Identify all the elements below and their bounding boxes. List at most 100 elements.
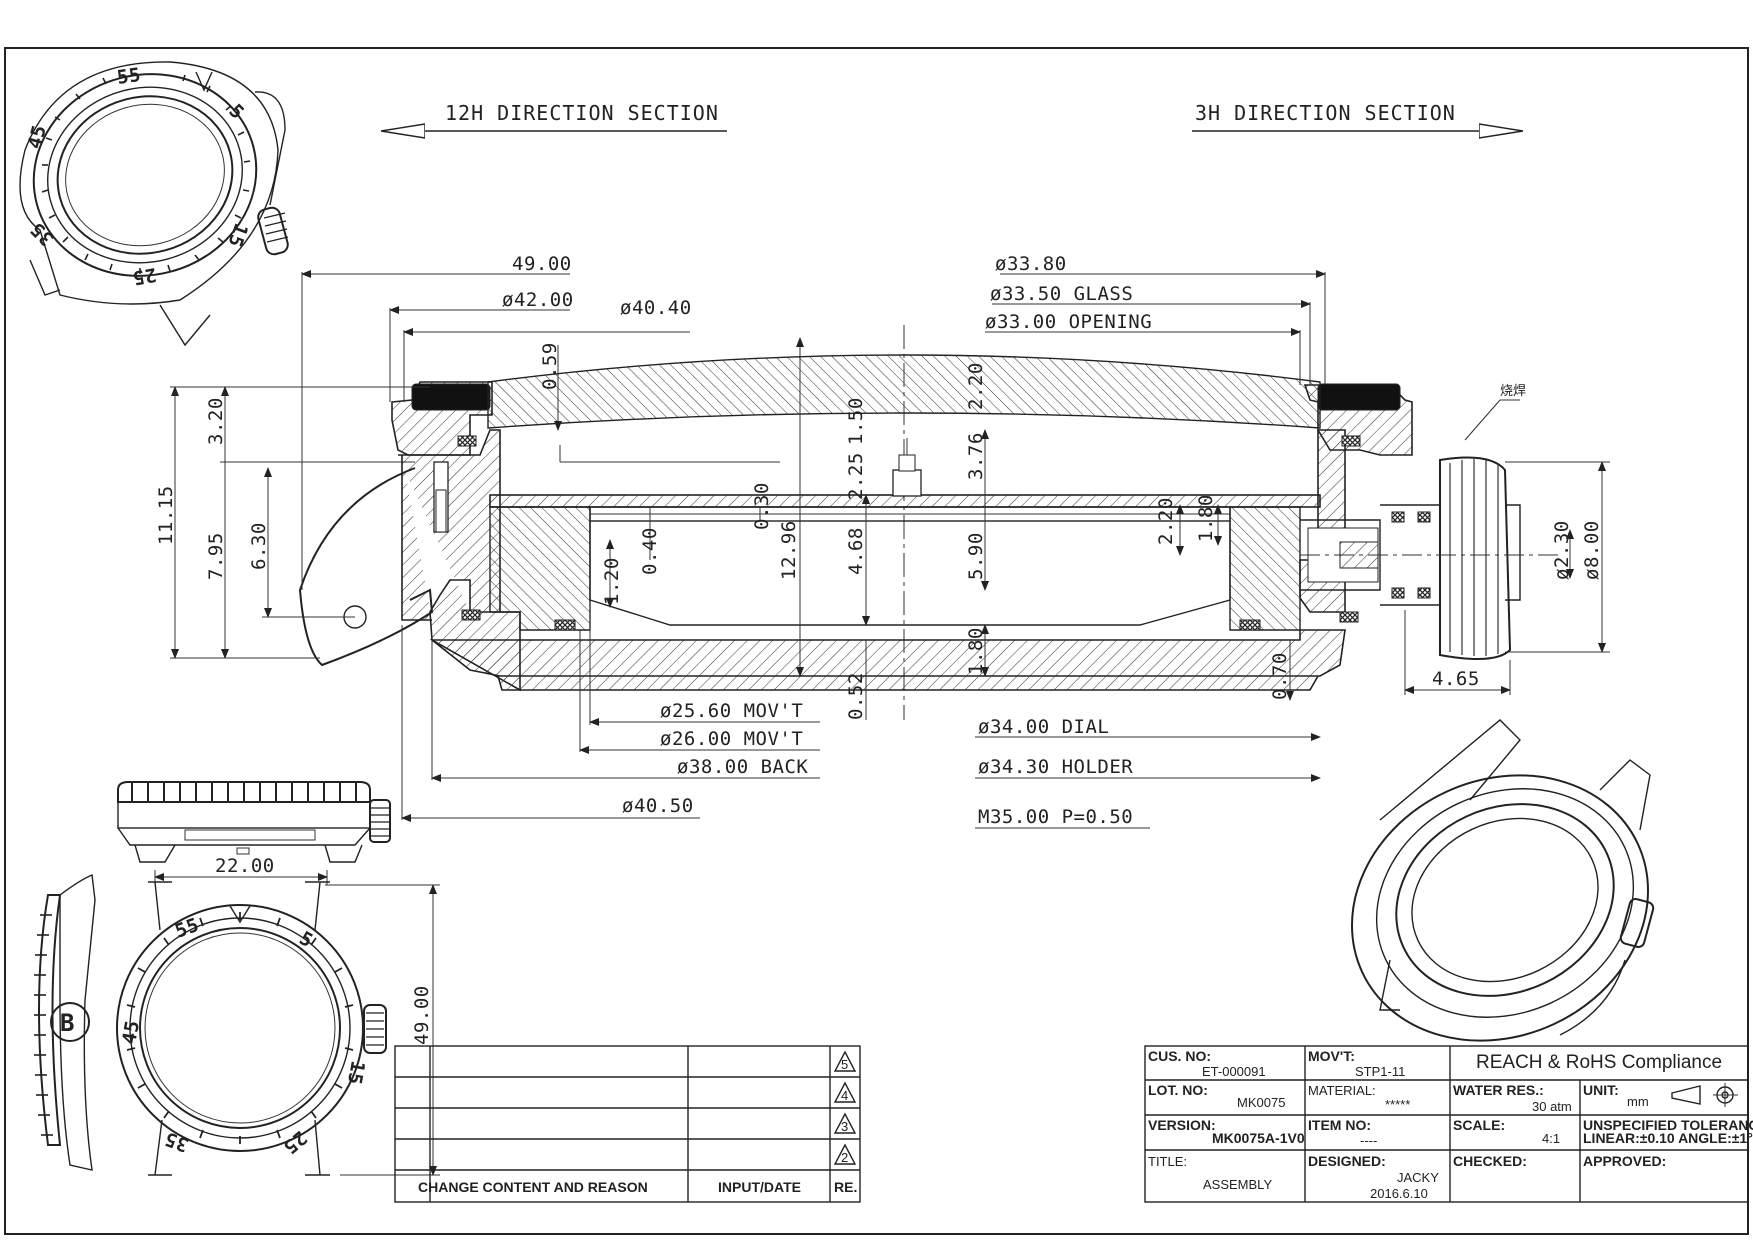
dim-030: 0.30 [751, 482, 773, 530]
dim-070: 0.70 [1269, 652, 1291, 700]
dim-1115: 11.15 [155, 485, 177, 545]
front-bezel-45: 45 [118, 1019, 144, 1046]
bezel-num-55: 55 [116, 64, 143, 89]
dim-4040: ø40.40 [620, 297, 692, 319]
dim-49: 49.00 [512, 253, 572, 275]
item-label: ITEM NO: [1308, 1117, 1371, 1133]
cus-label: CUS. NO: [1148, 1048, 1211, 1064]
dim-230: ø2.30 [1551, 520, 1573, 580]
dim-180b: 1.80 [965, 627, 987, 675]
dim-220b: 2.20 [1155, 497, 1177, 545]
dim-4050: ø40.50 [622, 795, 694, 817]
glass-crystal [487, 354, 1321, 429]
scale-label: SCALE: [1453, 1117, 1505, 1133]
dim-800: ø8.00 [1581, 520, 1603, 580]
svg-text:4: 4 [841, 1088, 848, 1103]
unit-value: mm [1627, 1094, 1649, 1109]
dim-m35: M35.00 P=0.50 [978, 806, 1133, 828]
version-value: MK0075A-1V0 [1212, 1130, 1305, 1146]
dim-795: 7.95 [205, 532, 227, 580]
dim-150: 1.50 [845, 397, 867, 445]
lug-left [298, 467, 434, 667]
section-header-right: 3H DIRECTION SECTION [1192, 101, 1522, 131]
dim-120: 1.20 [601, 557, 623, 605]
dim-220a: 2.20 [965, 362, 987, 410]
bezel-num-15: 15 [223, 220, 252, 250]
svg-text:2: 2 [841, 1150, 848, 1165]
watch-isometric-top: 55 5 15 25 35 45 [19, 61, 289, 347]
title-label: TITLE: [1148, 1154, 1187, 1169]
dim-630: 6.30 [248, 522, 270, 570]
dim-059: 0.59 [539, 342, 561, 390]
watch-edge-view: B [34, 873, 96, 1171]
dim-2200: 22.00 [215, 855, 275, 877]
dim-2560: ø25.60 MOV'T [660, 700, 803, 722]
dim-42: ø42.00 [502, 289, 574, 311]
title-value: ASSEMBLY [1203, 1177, 1272, 1192]
rev-marker-2: 2 [833, 1143, 857, 1165]
dim-3350: ø33.50 GLASS [990, 283, 1133, 305]
dim-468: 4.68 [845, 527, 867, 575]
dim-180a: 1.80 [1195, 494, 1217, 542]
watch-isometric-back [1351, 719, 1655, 1042]
dim-3380: ø33.80 [995, 253, 1067, 275]
item-value: ---- [1360, 1133, 1377, 1148]
cross-section: 烧焊 49.00 ø42.00 ø40.40 ø33.80 ø33.50 GLA… [155, 253, 1610, 829]
svg-text:5: 5 [841, 1057, 848, 1072]
compliance-text: REACH & RoHS Compliance [1476, 1052, 1722, 1073]
lot-value: MK0075 [1237, 1095, 1285, 1110]
dim-3800: ø38.00 BACK [677, 756, 808, 778]
crown [1439, 456, 1512, 660]
designed-label: DESIGNED: [1308, 1153, 1386, 1169]
material-value: ***** [1385, 1097, 1410, 1112]
scale-value: 4:1 [1542, 1131, 1560, 1146]
dim-376: 3.76 [965, 432, 987, 480]
rev-marker-3: 3 [833, 1112, 857, 1134]
revision-table: 5 4 3 2 CHANGE CONTENT AND REASON INPUT/… [394, 1045, 861, 1203]
lot-label: LOT. NO: [1148, 1082, 1208, 1098]
watch-front-view: 22.00 49.00 55 5 15 25 35 45 [116, 855, 440, 1176]
svg-text:3: 3 [841, 1119, 848, 1134]
approved-label: APPROVED: [1583, 1153, 1666, 1169]
dim-3400: ø34.00 DIAL [978, 716, 1109, 738]
dim-2600: ø26.00 MOV'T [660, 728, 803, 750]
dim-4900v: 49.00 [411, 985, 433, 1045]
tolerance-value: LINEAR:±0.10 ANGLE:±1° [1583, 1130, 1753, 1146]
sheet-border [4, 47, 1749, 1235]
dim-052: 0.52 [845, 672, 867, 720]
tolerance-label: UNSPECIFIED TOLERANCE: [1583, 1117, 1753, 1133]
front-bezel-35: 35 [162, 1127, 192, 1156]
rev-marker-4: 4 [833, 1081, 857, 1103]
cus-value: ET-000091 [1202, 1064, 1266, 1079]
designed-name: JACKY [1397, 1170, 1439, 1185]
rev-col-change: CHANGE CONTENT AND REASON [418, 1179, 648, 1195]
bezel-num-25: 25 [131, 263, 158, 289]
rev-marker-5: 5 [833, 1050, 857, 1072]
designed-date: 2016.6.10 [1370, 1186, 1428, 1201]
rev-col-re: RE. [834, 1179, 857, 1195]
dim-465: 4.65 [1432, 668, 1480, 690]
unit-label: UNIT: [1583, 1082, 1619, 1098]
material-label: MATERIAL: [1308, 1083, 1376, 1098]
dim-3430: ø34.30 HOLDER [978, 756, 1133, 778]
projection-icon [1671, 1083, 1738, 1107]
dim-225: 2.25 [845, 452, 867, 500]
version-label: VERSION: [1148, 1117, 1216, 1133]
title-block: CUS. NO: ET-000091 MOV'T: STP1-11 REACH … [1144, 1045, 1753, 1203]
rev-col-input: INPUT/DATE [718, 1179, 801, 1195]
header-3h-text: 3H DIRECTION SECTION [1195, 101, 1456, 125]
movt-value: STP1-11 [1355, 1064, 1405, 1079]
water-label: WATER RES.: [1453, 1082, 1544, 1098]
dim-3300: ø33.00 OPENING [985, 311, 1152, 333]
front-bezel-15: 15 [343, 1059, 369, 1086]
dim-1296: 12.96 [778, 520, 800, 580]
section-header-left: 12H DIRECTION SECTION [382, 101, 727, 131]
water-value: 30 atm [1532, 1099, 1572, 1114]
header-12h-text: 12H DIRECTION SECTION [445, 101, 719, 125]
bezel-num-45: 45 [24, 123, 51, 152]
movt-label: MOV'T: [1308, 1048, 1355, 1064]
dim-040: 0.40 [639, 527, 661, 575]
weld-label: 烧焊 [1500, 383, 1526, 398]
